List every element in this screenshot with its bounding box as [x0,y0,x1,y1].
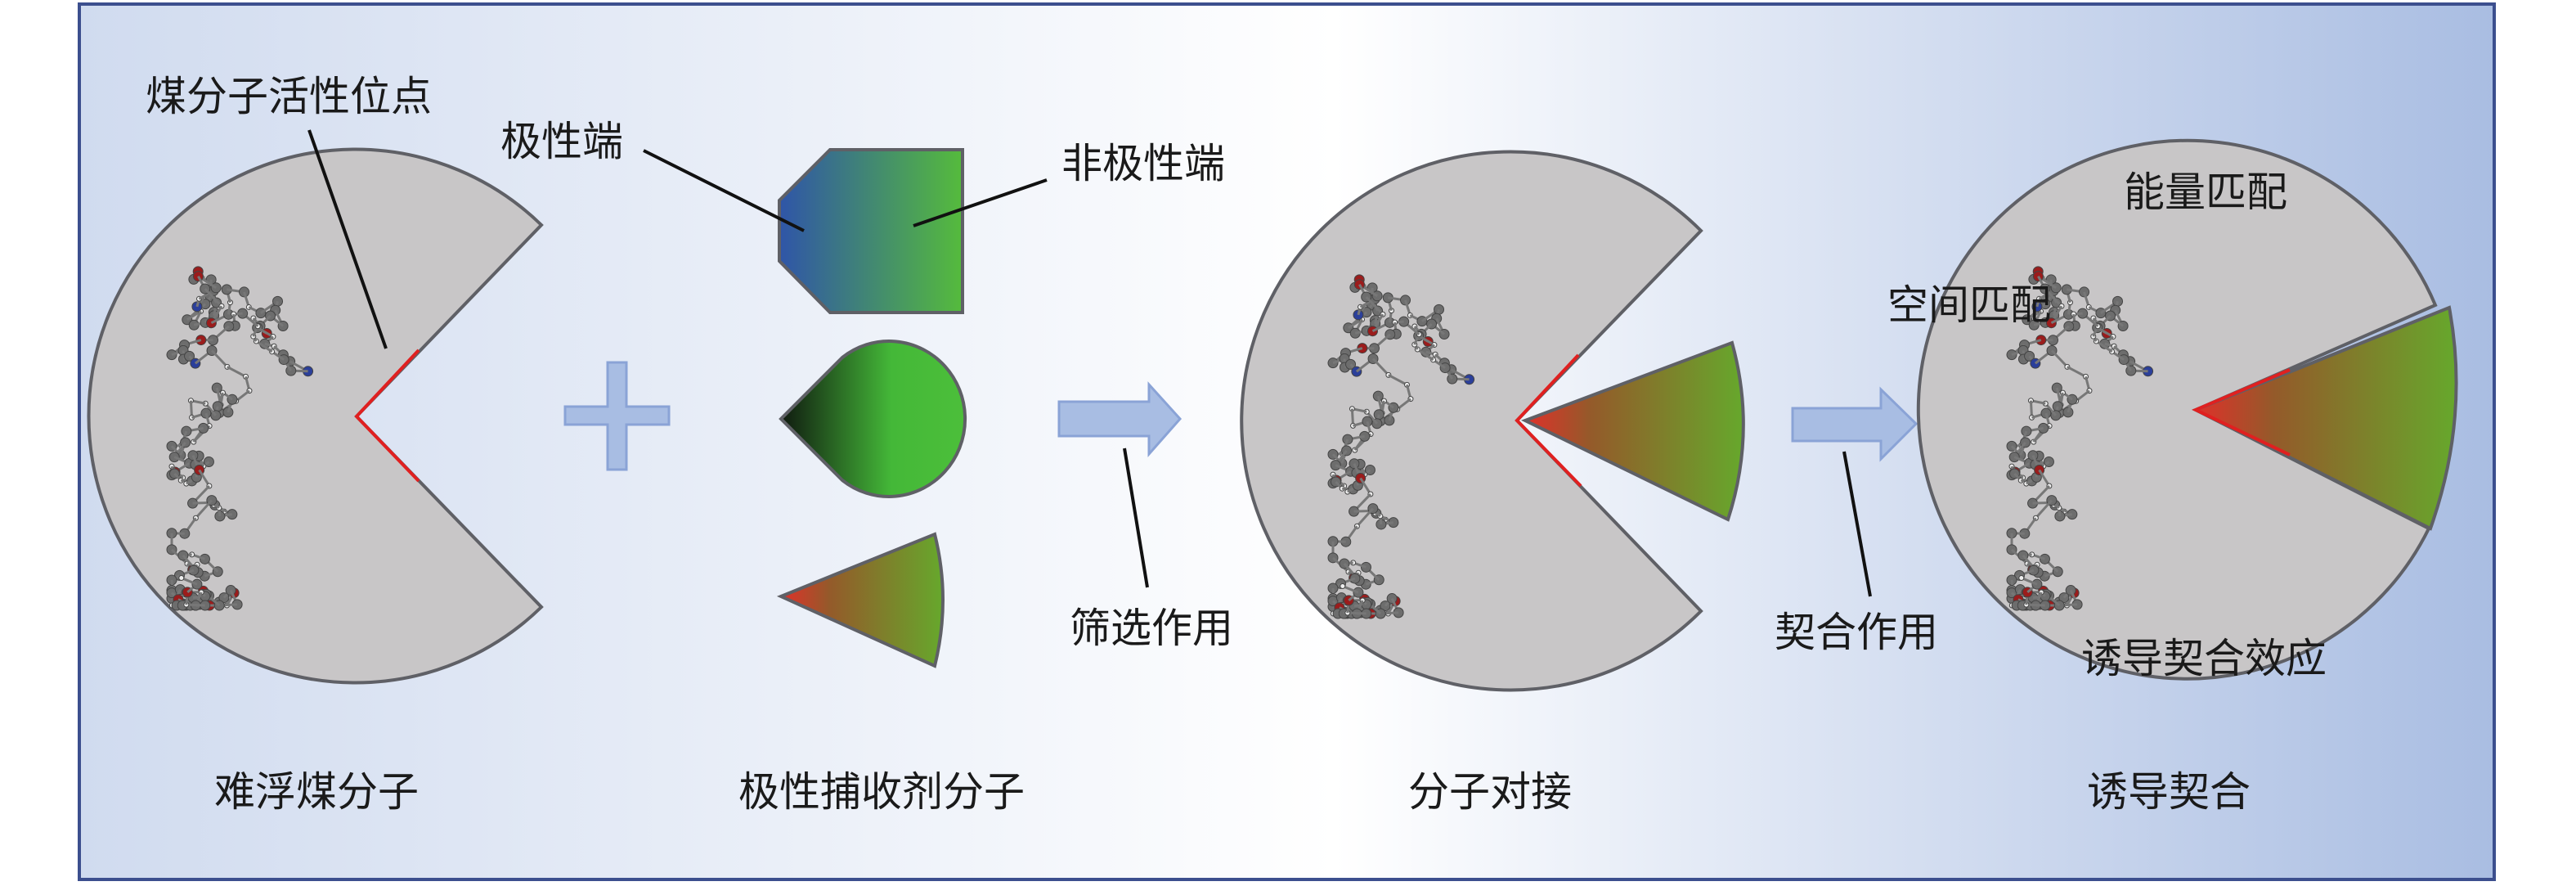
arrow-right-icon [1057,381,1183,457]
nonpolar-end-leader [913,178,1048,227]
induced-atoms [2006,266,2154,611]
coal-molecule [87,147,544,685]
nonpolar-end-label: 非极性端 [1061,140,1225,187]
atom-bond [2096,326,2114,338]
coal-atoms [166,266,314,611]
screening-leader [1123,447,1149,588]
energy-match-label: 能量匹配 [2124,169,2287,216]
caption-collector: 极性捕收剂分子 [738,768,1025,816]
fitting-leader [1842,451,1872,597]
docking-wedge [1520,340,1745,522]
atom-bond [204,287,223,308]
atom-bond [1371,358,1389,376]
collector-wedge [776,532,945,668]
atom-bond [1416,348,1434,362]
caption-coal: 难浮煤分子 [214,768,419,816]
atom-bond [256,326,274,338]
polar-end-leader [643,149,805,232]
caption-induced-fit: 诱导契合 [2087,768,2251,816]
induced-wedge [2192,305,2458,531]
atom-bond [2067,366,2087,378]
induced-fit-molecule [1916,138,2458,681]
atom [1340,583,1346,590]
atom-bond [1388,374,1408,386]
docking-atoms [1327,274,1475,619]
active-site-label: 煤分子活性位点 [146,73,432,120]
collector-teardrop [779,340,967,498]
atom-bond [2095,340,2113,353]
atom-bond [1417,335,1435,346]
atom-bond [2038,469,2051,487]
atom-bond [1365,295,1384,316]
polar-end-label: 极性端 [500,118,623,165]
active-site-edge [354,349,420,483]
atom-bond [255,340,273,353]
atom-bond [1359,477,1372,495]
active-site-leader [307,129,388,349]
atom-bond [210,349,228,368]
atom [2018,575,2025,582]
atom-bond [198,469,211,487]
caption-docking: 分子对接 [1408,768,1572,816]
atom-bond [2044,287,2063,308]
screening-label: 筛选作用 [1070,605,1233,652]
atom-bond [227,366,247,378]
fitting-label: 契合作用 [1775,609,1938,656]
atom-bond [2050,349,2068,368]
atom-bond [1356,507,1374,528]
collector-hexagon [778,148,964,314]
plus-icon [563,361,671,471]
atom [178,575,185,582]
arrow-right-icon [1791,386,1919,462]
docking-molecule [1240,150,1745,692]
space-match-label: 空间匹配 [1887,281,2051,329]
atom-bond [2035,499,2053,519]
induced-fit-effect-label: 诱导契合效应 [2081,635,2327,682]
atom-bond [195,499,213,519]
atom-bond [1347,611,1367,615]
